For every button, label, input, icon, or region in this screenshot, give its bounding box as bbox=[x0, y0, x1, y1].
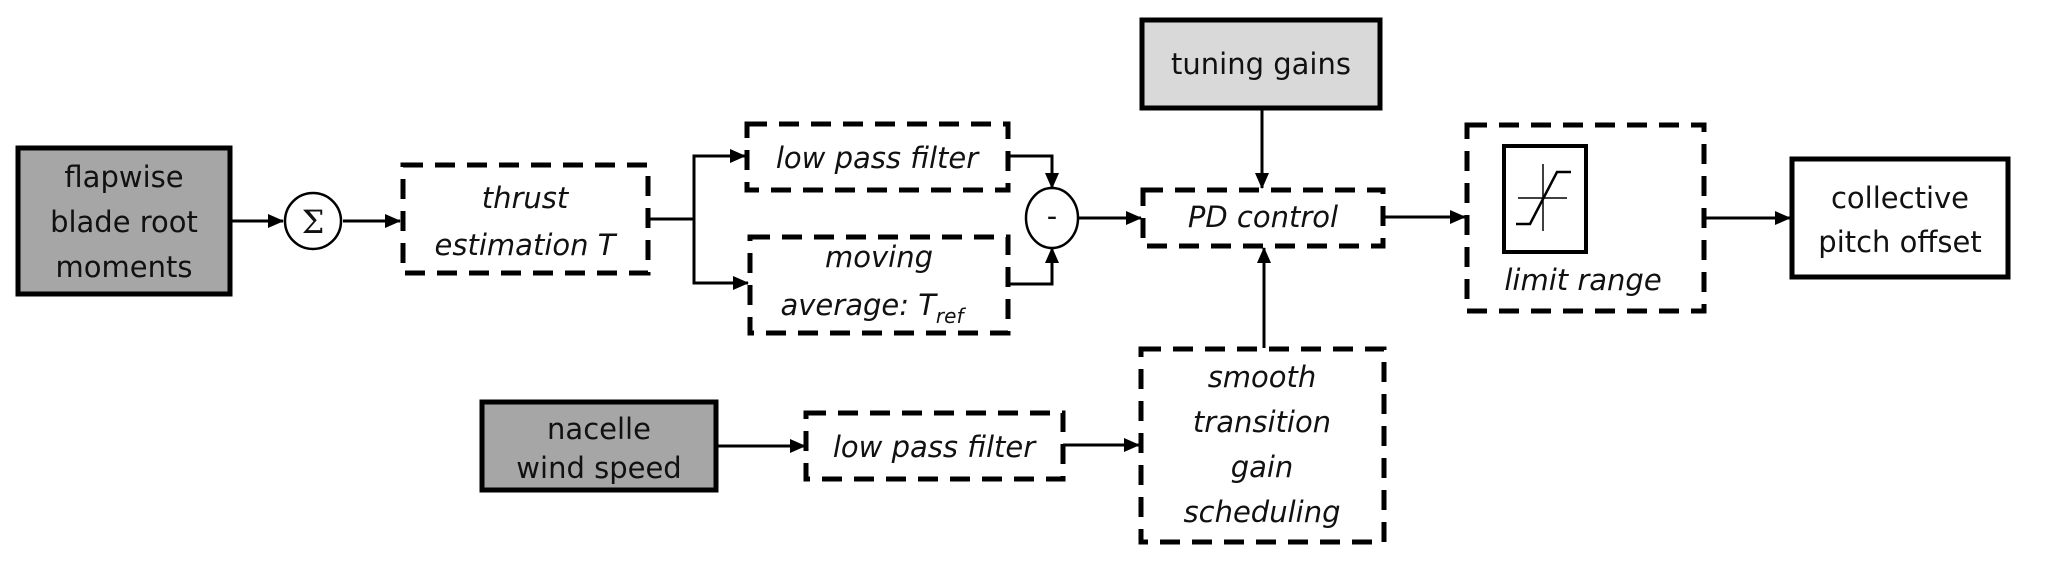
block-gain-sched-line-2: transition bbox=[1193, 405, 1331, 439]
block-output-line-2: pitch offset bbox=[1818, 225, 1981, 259]
edge-moving-avg-diff bbox=[1008, 247, 1059, 286]
edge-split-lpf-top bbox=[692, 149, 746, 219]
block-flapwise-blade-root-moments: flapwise blade root moments bbox=[15, 145, 233, 297]
block-thrust-estimation: thrust estimation T bbox=[400, 162, 651, 276]
block-limit-range-label: limit range bbox=[1504, 263, 1661, 297]
block-limit-range: limit range bbox=[1464, 122, 1707, 314]
block-moving-avg-line-2: average: Tref bbox=[781, 288, 967, 328]
block-low-pass-filter-top: low pass filter bbox=[744, 121, 1011, 193]
block-nacelle-line-2: wind speed bbox=[516, 451, 681, 485]
block-tuning-gains-label: tuning gains bbox=[1171, 47, 1351, 81]
block-pd-control: PD control bbox=[1140, 187, 1386, 249]
block-moving-average: moving average: Tref bbox=[747, 234, 1011, 336]
connections bbox=[232, 110, 1791, 453]
block-flapwise-line-3: moments bbox=[56, 250, 193, 284]
block-thrust-line-1: thrust bbox=[482, 181, 570, 215]
saturation-icon bbox=[1502, 144, 1588, 254]
block-moving-avg-line-1: moving bbox=[825, 240, 933, 274]
block-collective-pitch-offset: collective pitch offset bbox=[1789, 156, 2011, 280]
block-flapwise-line-2: blade root bbox=[50, 205, 198, 239]
edge-split-moving-avg bbox=[692, 219, 749, 290]
block-gain-sched-line-1: smooth bbox=[1208, 360, 1317, 394]
block-gain-scheduling: smooth transition gain scheduling bbox=[1138, 346, 1387, 545]
minus-icon: - bbox=[1047, 199, 1057, 233]
difference-junction: - bbox=[1024, 186, 1080, 250]
block-thrust-line-2: estimation T bbox=[435, 228, 618, 262]
block-output-line-1: collective bbox=[1831, 181, 1969, 215]
sum-junction: Σ bbox=[283, 191, 343, 251]
block-low-pass-filter-bottom: low pass filter bbox=[803, 410, 1066, 482]
block-gain-sched-line-3: gain bbox=[1231, 450, 1294, 484]
block-nacelle-wind-speed: nacelle wind speed bbox=[479, 399, 719, 493]
block-gain-sched-line-4: scheduling bbox=[1184, 495, 1341, 529]
block-nacelle-line-1: nacelle bbox=[547, 412, 651, 446]
block-flapwise-line-1: flapwise bbox=[64, 160, 183, 194]
sigma-icon: Σ bbox=[302, 203, 325, 241]
edge-lpf-top-diff bbox=[1008, 154, 1059, 189]
block-pd-control-label: PD control bbox=[1188, 200, 1338, 234]
block-lpf-bottom-label: low pass filter bbox=[833, 430, 1037, 464]
block-tuning-gains: tuning gains bbox=[1139, 17, 1383, 111]
block-lpf-top-label: low pass filter bbox=[776, 141, 980, 175]
